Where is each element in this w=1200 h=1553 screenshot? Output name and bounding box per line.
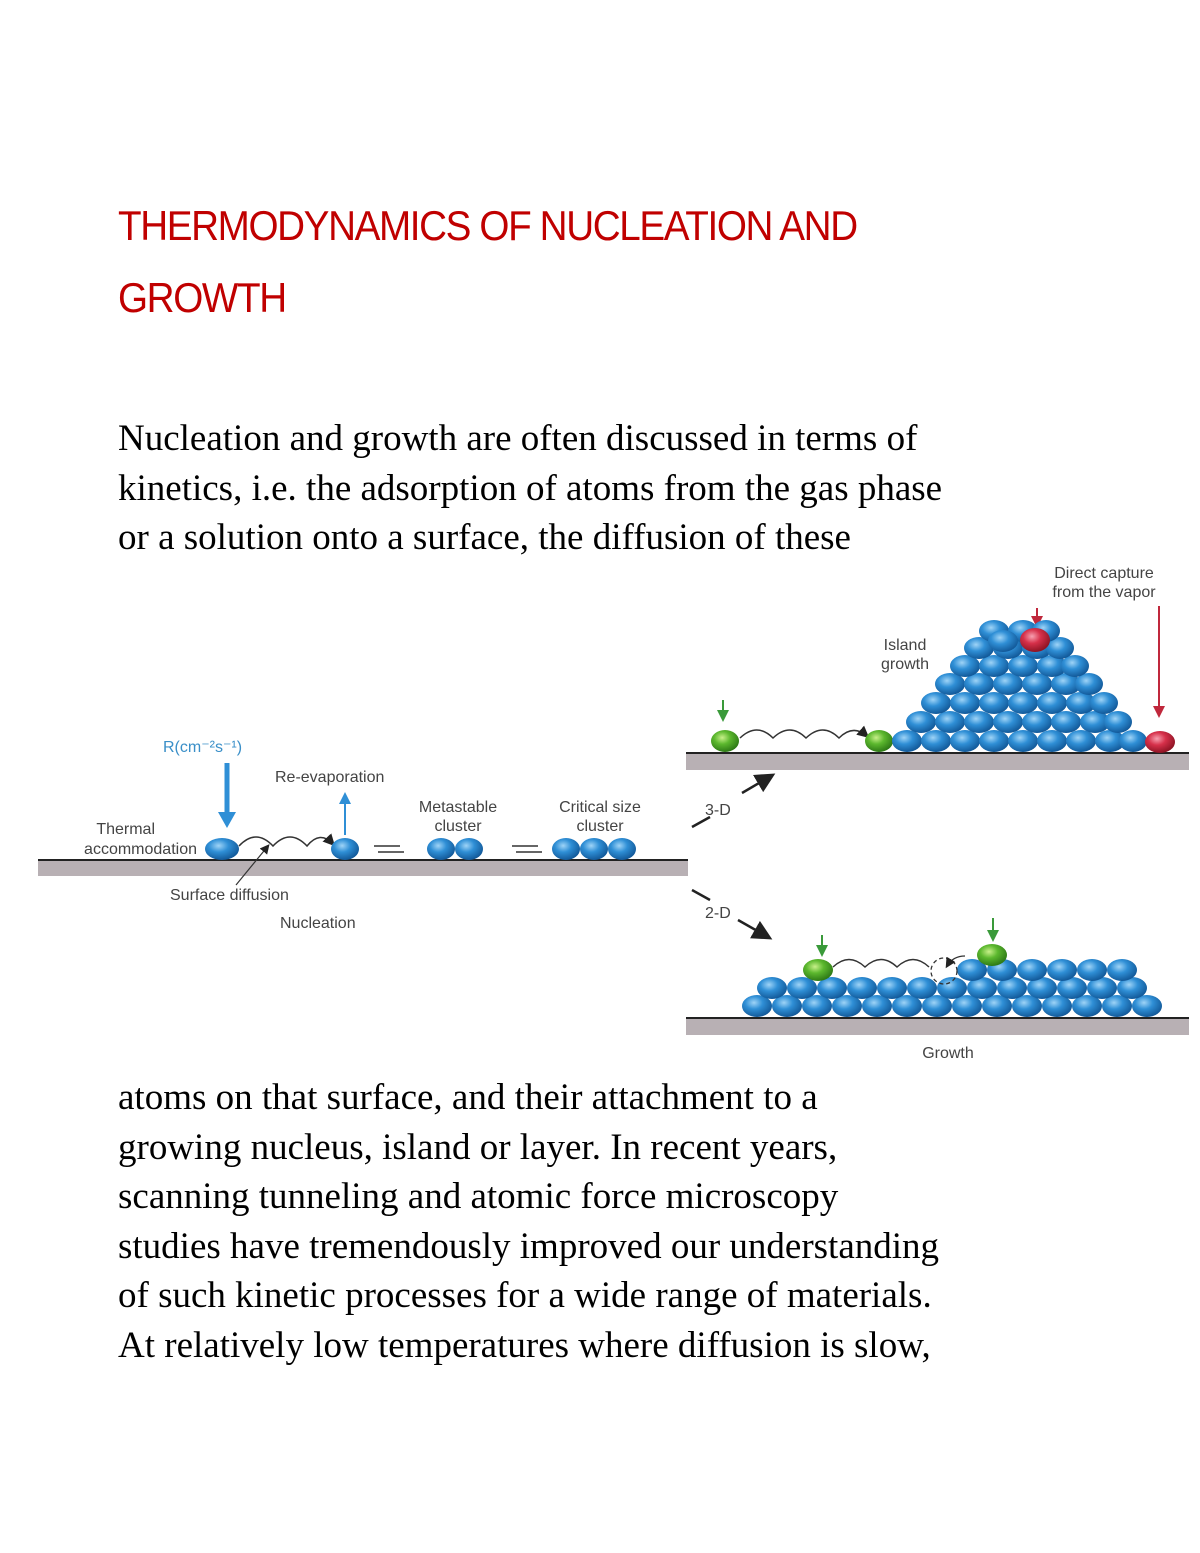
text-line: growing nucleus, island or layer. In rec… [118,1126,838,1168]
substrate [38,860,688,876]
nucleation-growth-diagram: R(cm⁻²s⁻¹) Re-evaporation Thermal accomm… [38,565,1189,1062]
captured-atom [1020,628,1050,652]
rate-label: R(cm⁻²s⁻¹) [163,739,242,756]
substrate [686,1018,1189,1035]
atom [205,838,239,860]
atom [331,838,359,860]
growth-label: growth [881,656,929,673]
critical-size-label: Critical size [559,799,641,816]
nucleation-panel: R(cm⁻²s⁻¹) Re-evaporation Thermal accomm… [38,739,688,932]
metastable-label: Metastable [419,799,497,816]
title-line-2: GROWTH [118,274,287,321]
accommodation-label: accommodation [84,841,197,858]
substrate [686,753,1189,770]
text-line: Nucleation and growth are often discusse… [118,418,918,459]
captured-atom [1145,731,1175,753]
text-line: atoms on that surface, and their attachm… [118,1077,818,1118]
text-line: of such kinetic processes for a wide ran… [118,1275,932,1316]
text-line: or a solution onto a surface, the diffus… [118,517,851,558]
page-title: THERMODYNAMICS OF NUCLEATION AND GROWTH [118,190,1001,334]
critical-cluster-label: cluster [576,818,624,835]
direct-capture-label: Direct capture [1054,565,1154,582]
3d-label: 3-D [705,802,731,819]
branch-arrows: 3-D 2-D [691,773,776,940]
island-label: Island [884,637,927,654]
text-line: kinetics, i.e. the adsorption of atoms f… [118,467,943,509]
layer-growth-panel: Growth [686,918,1189,1062]
text-line: At relatively low temperatures where dif… [118,1324,931,1366]
paragraph-continued: atoms on that surface, and their attachm… [118,1073,1118,1370]
island-growth-panel: Direct capture from the vapor Island gro… [686,565,1189,770]
growth-caption: Growth [922,1045,974,1062]
re-evaporation-label: Re-evaporation [275,769,384,786]
2d-label: 2-D [705,905,731,922]
nucleation-label: Nucleation [280,915,356,932]
title-line-1: THERMODYNAMICS OF NUCLEATION AND [118,202,858,249]
metastable-cluster-label: cluster [434,818,482,835]
thermal-label: Thermal [96,821,155,838]
surface-diffusion-label: Surface diffusion [170,887,289,904]
from-vapor-label: from the vapor [1052,584,1156,601]
paragraph-intro: Nucleation and growth are often discusse… [118,414,1118,563]
text-line: scanning tunneling and atomic force micr… [118,1176,839,1217]
text-line: studies have tremendously improved our u… [118,1225,940,1267]
